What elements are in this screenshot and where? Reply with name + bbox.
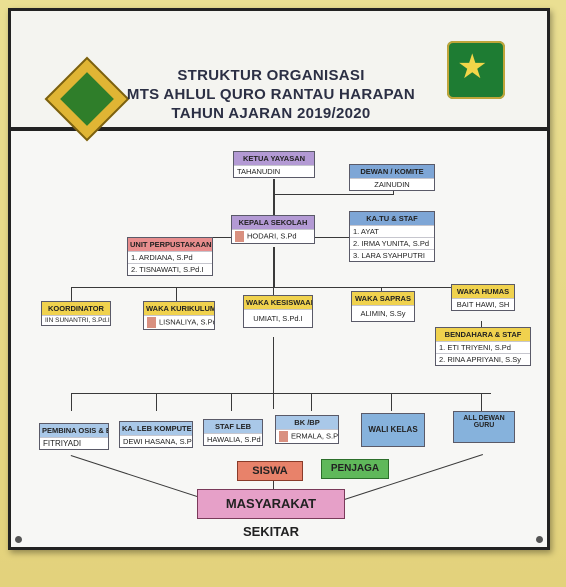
connector-line (211, 237, 241, 238)
ketua-yayasan-title: KETUA YAYASAN (234, 152, 314, 165)
waka-kesiswaan-box: WAKA KESISWAAN UMIATI, S.Pd.I (243, 295, 313, 328)
connector-line (393, 189, 394, 195)
unit-member: 2. TISNAWATI, S.Pd.I (128, 263, 212, 275)
masyarakat-sekitar-box: MASYARAKAT SEKITAR (197, 489, 345, 539)
connector-line (391, 393, 392, 411)
waka-kurikulum-title: WAKA KURIKULUM (144, 302, 214, 315)
ketua-yayasan-box: KETUA YAYASAN TAHANUDIN (233, 151, 315, 178)
connector-line (176, 287, 177, 302)
kepala-sekolah-box: KEPALA SEKOLAH HODARI, S.Pd (231, 215, 315, 244)
ka-leb-komputer-title: KA. LEB KOMPUTER (120, 422, 192, 435)
title-line-1: STRUKTUR ORGANISASI (177, 67, 365, 84)
bendahara-staf-title: BENDAHARA & STAF (436, 328, 530, 341)
bendahara-member: 1. ETI TRIYENI, S.Pd (436, 341, 530, 353)
bendahara-staf-box: BENDAHARA & STAF 1. ETI TRIYENI, S.Pd 2.… (435, 327, 531, 366)
rivet (15, 536, 22, 543)
title-line-2: MTS AHLUL QURO RANTAU HARAPAN (126, 86, 416, 103)
org-chart-banner: STRUKTUR ORGANISASI MTS AHLUL QURO RANTA… (8, 8, 550, 550)
portrait-photo (235, 231, 244, 242)
pembina-osis-title: PEMBINA OSIS & EKS (40, 424, 108, 437)
ka-leb-komputer-name: DEWI HASANA, S.Pd (120, 435, 192, 447)
waka-kesiswaan-name: UMIATI, S.Pd.I (244, 309, 312, 327)
waka-humas-box: WAKA HUMAS BAIT HAWI, SH (451, 284, 515, 311)
connector-line (273, 194, 393, 195)
waka-sapras-name: ALIMIN, S.Sy (352, 305, 414, 321)
connector-line (273, 481, 274, 493)
dewan-komite-title: DEWAN / KOMITE (350, 165, 434, 178)
bk-bp-box: BK /BP ERMALA, S.Pd (275, 415, 339, 444)
bk-bp-name: ERMALA, S.Pd (291, 431, 338, 441)
school-logo-icon (44, 56, 130, 142)
connector-line (71, 393, 72, 411)
koordinator-title: KOORDINATOR (42, 302, 110, 315)
connector-line (313, 237, 353, 238)
penjaga-box: PENJAGA (321, 459, 389, 479)
connector-line (156, 393, 157, 411)
ministry-emblem-icon: ★ (447, 41, 505, 99)
title-line-3: TAHUN AJARAN 2019/2020 (171, 105, 371, 122)
ka-leb-komputer-box: KA. LEB KOMPUTER DEWI HASANA, S.Pd (119, 421, 193, 448)
staf-leb-title: STAF LEB (204, 420, 262, 433)
connector-line (71, 287, 491, 288)
connector-line (273, 247, 275, 287)
waka-humas-title: WAKA HUMAS (452, 285, 514, 298)
connector-line (481, 393, 482, 411)
pembina-osis-name: FITRIYADI (40, 437, 108, 449)
connector-line (273, 179, 275, 227)
unit-perpustakaan-title: UNIT PERPUSTAKAAN (128, 238, 212, 251)
kepala-sekolah-title: KEPALA SEKOLAH (232, 216, 314, 229)
banner-header: STRUKTUR ORGANISASI MTS AHLUL QURO RANTA… (11, 11, 547, 142)
koordinator-name: IIN SUNANTRI, S.Pd.I (42, 315, 110, 325)
bendahara-member: 2. RINA APRIYANI, S.Sy (436, 353, 530, 365)
dewan-komite-box: DEWAN / KOMITE ZAINUDIN (349, 164, 435, 191)
katu-staf-title: KA.TU & STAF (350, 212, 434, 225)
waka-sapras-title: WAKA SAPRAS (352, 292, 414, 305)
rivet (536, 536, 543, 543)
pembina-osis-box: PEMBINA OSIS & EKS FITRIYADI (39, 423, 109, 450)
katu-member: 3. LARA SYAHPUTRI (350, 249, 434, 261)
connector-line (273, 287, 274, 302)
ketua-yayasan-name: TAHANUDIN (234, 165, 314, 177)
connector-line (71, 393, 491, 394)
unit-perpustakaan-box: UNIT PERPUSTAKAAN 1. ARDIANA, S.Pd 2. TI… (127, 237, 213, 276)
staf-leb-box: STAF LEB HAWALIA, S.Pd (203, 419, 263, 446)
katu-staf-box: KA.TU & STAF 1. AYAT 2. IRMA YUNITA, S.P… (349, 211, 435, 262)
portrait-photo (279, 431, 288, 442)
unit-member: 1. ARDIANA, S.Pd (128, 251, 212, 263)
kepala-sekolah-name: HODARI, S.Pd (247, 231, 297, 241)
waka-kurikulum-box: WAKA KURIKULUM LISNALIYA, S.Pd (143, 301, 215, 330)
connector-line (273, 337, 274, 409)
dewan-guru-box: ALL DEWAN GURU (453, 411, 515, 443)
bk-bp-title: BK /BP (276, 416, 338, 429)
waka-kurikulum-name: LISNALIYA, S.Pd (159, 317, 214, 327)
waka-humas-name: BAIT HAWI, SH (452, 298, 514, 310)
katu-member: 2. IRMA YUNITA, S.Pd (350, 237, 434, 249)
dewan-komite-name: ZAINUDIN (350, 178, 434, 190)
siswa-box: SISWA (237, 461, 303, 481)
koordinator-box: KOORDINATOR IIN SUNANTRI, S.Pd.I (41, 301, 111, 326)
portrait-photo (147, 317, 156, 328)
connector-line (231, 393, 232, 411)
connector-line (71, 287, 72, 302)
wali-kelas-box: WALI KELAS (361, 413, 425, 447)
waka-sapras-box: WAKA SAPRAS ALIMIN, S.Sy (351, 291, 415, 322)
connector-line (311, 393, 312, 411)
katu-member: 1. AYAT (350, 225, 434, 237)
staf-leb-name: HAWALIA, S.Pd (204, 433, 262, 445)
waka-kesiswaan-title: WAKA KESISWAAN (244, 296, 312, 309)
